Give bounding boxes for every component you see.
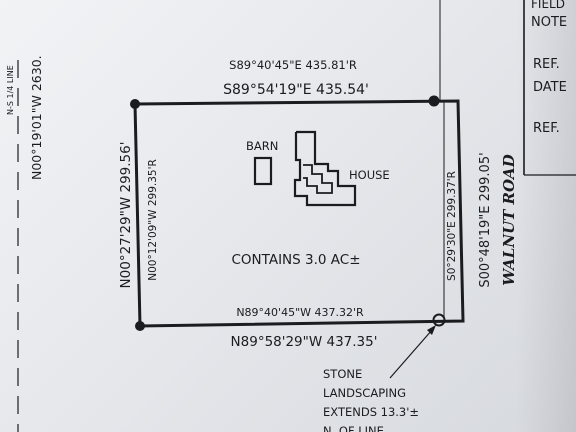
title-block-date: DATE <box>533 80 567 95</box>
bottom-record-bearing: N89°40'45"W 437.32'R <box>236 306 364 319</box>
house-footprint <box>293 130 357 207</box>
house-label: HOUSE <box>349 168 390 182</box>
section-line-bearing: N00°19'01"W 2630. <box>29 55 44 180</box>
bottom-measured-bearing: N89°58'29"W 437.35' <box>231 334 378 350</box>
corner-monument-nw <box>130 99 140 109</box>
area-label: CONTAINS 3.0 AC± <box>231 252 360 268</box>
top-measured-bearing: S89°54'19"E 435.54' <box>223 82 369 98</box>
title-block-ref-2: REF. <box>533 121 560 136</box>
note-line-1: STONE <box>323 367 362 381</box>
note-line-4: N. OF LINE <box>323 424 384 432</box>
right-measured-bearing: S00°48'19"E 299.05' <box>478 152 493 287</box>
barn-label: BARN <box>246 139 278 153</box>
note-arrowhead <box>427 325 436 335</box>
top-record-bearing: S89°40'45"E 435.81'R <box>229 58 357 72</box>
corner-monument-ne <box>428 95 440 107</box>
house-inner-outline <box>303 164 333 194</box>
note-line-2: LANDSCAPING <box>323 386 406 400</box>
left-record-bearing: N00°12'09"W 299.35'R <box>147 159 159 281</box>
road-name: WALNUT ROAD <box>500 154 518 285</box>
title-block-field: FIELD <box>531 0 565 11</box>
section-line-label: N-S 1/4 LINE <box>6 65 15 115</box>
corner-monument-sw <box>135 321 145 331</box>
barn-footprint <box>253 156 273 186</box>
corner-monument-se <box>432 313 446 327</box>
title-block-ref-1: REF. <box>533 57 560 72</box>
left-measured-bearing: N00°27'29"W 299.56' <box>118 142 134 289</box>
note-leader <box>389 329 433 379</box>
title-block-note: NOTE <box>531 15 567 30</box>
parcel-boundary <box>133 99 465 328</box>
right-record-bearing: S0°29'30"E 299.37'R <box>446 171 458 281</box>
paper-shadow <box>516 0 576 432</box>
note-line-3: EXTENDS 13.3'± <box>323 405 419 419</box>
